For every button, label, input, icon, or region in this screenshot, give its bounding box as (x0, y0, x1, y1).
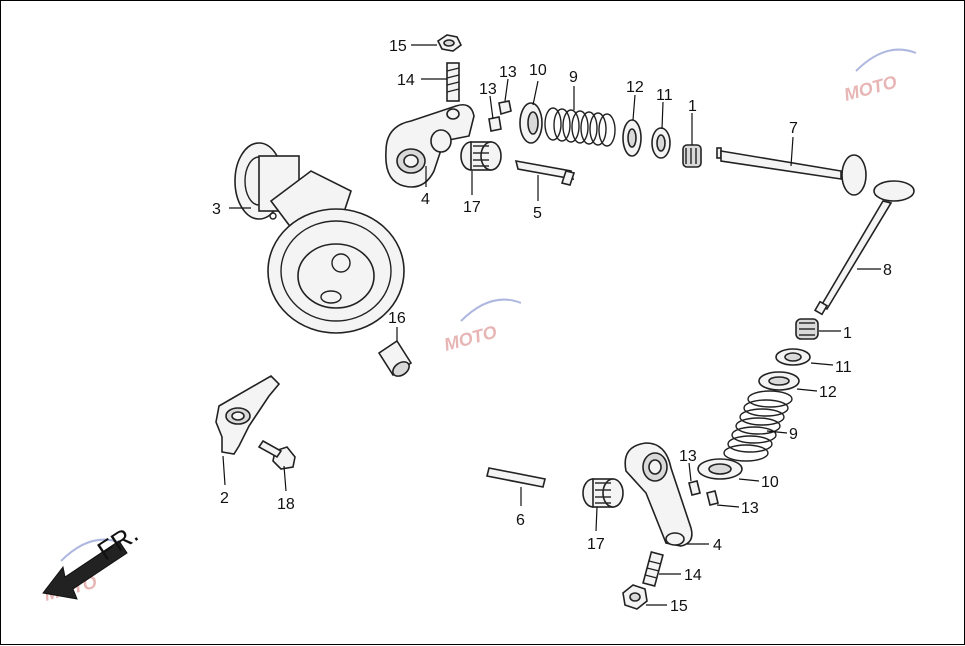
callout-7: 7 (789, 120, 798, 137)
exhaust-valve-part (813, 180, 915, 316)
rocker-shaft-lower-part (486, 467, 546, 488)
callout-17-lower: 17 (587, 536, 605, 553)
callout-10-upper: 10 (529, 62, 547, 79)
callout-9-lower: 9 (789, 426, 798, 443)
bolt-part (257, 439, 296, 470)
valve-spring-upper-part (544, 107, 616, 147)
valve-stem-seal-upper-part (682, 144, 702, 168)
rocker-arm-lower-part (624, 442, 693, 547)
valve-cotter-upper-part (488, 100, 512, 132)
callout-11-lower: 11 (835, 359, 852, 376)
callout-16: 16 (388, 310, 406, 327)
callout-4-upper: 4 (421, 191, 430, 208)
watermark-text: MOTO (842, 72, 899, 105)
needle-bearing-lower-part (582, 478, 624, 508)
spring-seat-upper-part (622, 119, 642, 157)
intake-valve-part (716, 147, 867, 196)
callout-14-upper: 14 (397, 72, 415, 89)
rocker-arm-upper-part (385, 103, 475, 188)
callout-8: 8 (883, 262, 892, 279)
callout-12-lower: 12 (819, 384, 837, 401)
callout-2: 2 (220, 490, 229, 507)
callout-13-upper-a: 13 (499, 64, 517, 81)
watermark-center: MOTO (442, 298, 522, 355)
lock-nut-upper-part (436, 34, 463, 52)
adjust-screw-upper-part (446, 62, 460, 102)
valve-spring-lower-part (723, 390, 793, 462)
lock-nut-lower-part (622, 584, 648, 610)
callout-13-lower-b: 13 (741, 500, 759, 517)
callout-13-upper-b: 13 (479, 81, 497, 98)
spring-retainer-upper-part (519, 102, 543, 144)
callout-3: 3 (212, 201, 221, 218)
callout-1-upper: 1 (688, 98, 697, 115)
valve-cotter-lower-part (688, 480, 719, 506)
spring-seat-lower-part (758, 371, 800, 391)
watermark-top-right: MOTO (842, 48, 917, 105)
callout-9-upper: 9 (569, 69, 578, 86)
callout-18: 18 (277, 496, 295, 513)
callout-12-upper: 12 (626, 79, 644, 96)
washer-upper-part (651, 127, 671, 159)
callout-15-upper: 15 (389, 38, 407, 55)
callout-10-lower: 10 (761, 474, 779, 491)
camshaft-part (234, 142, 405, 334)
callout-17-upper: 17 (463, 199, 481, 216)
callout-6: 6 (516, 512, 525, 529)
callout-5: 5 (533, 205, 542, 222)
callout-14-lower: 14 (684, 567, 702, 584)
valve-stem-seal-lower-part (795, 318, 819, 340)
adjust-screw-lower-part (642, 551, 664, 587)
callout-1-lower: 1 (843, 325, 852, 342)
callout-15-lower: 15 (670, 598, 688, 615)
cam-plate-part (215, 375, 281, 455)
callout-13-lower-a: 13 (679, 448, 697, 465)
washer-lower-part (775, 348, 811, 366)
callout-labels: 15 14 13 13 10 9 12 11 1 7 3 4 17 5 8 16… (212, 38, 892, 615)
callout-4-lower: 4 (713, 537, 722, 554)
dowel-pin-part (377, 339, 413, 377)
needle-bearing-upper-part (460, 141, 502, 171)
callout-11-upper: 11 (656, 87, 673, 104)
leader-lines (222, 44, 881, 606)
watermark-text: MOTO (442, 322, 499, 355)
rocker-shaft-upper-part (514, 159, 576, 186)
spring-retainer-lower-part (697, 458, 743, 480)
